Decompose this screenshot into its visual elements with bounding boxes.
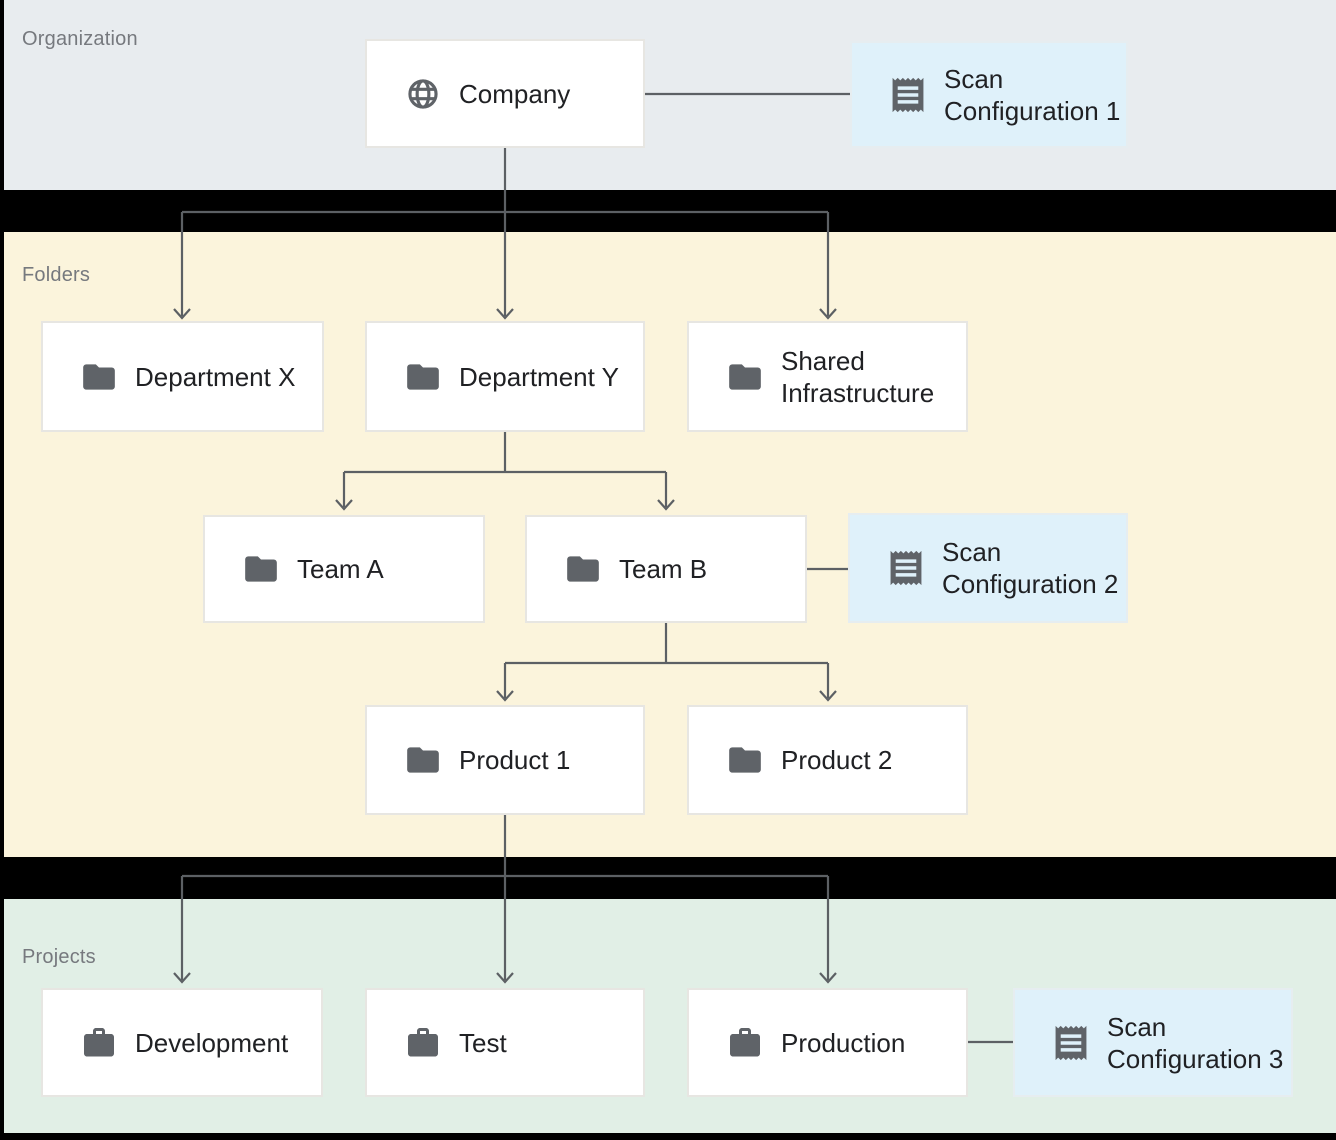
node-shared-infrastructure: Shared Infrastructure (687, 321, 968, 432)
globe-icon (403, 73, 443, 115)
node-label: Shared Infrastructure (781, 345, 935, 408)
node-label: Production (781, 1027, 906, 1058)
folder-icon (79, 356, 119, 398)
scan-config-label: Scan Configuration 2 (942, 537, 1119, 599)
node-label: Team A (297, 554, 384, 584)
node-label: Department X (135, 361, 296, 392)
scan-config-label: Scan Configuration 3 (1107, 1011, 1284, 1074)
organization-section-band (4, 0, 1336, 190)
node-label: Team B (619, 554, 708, 584)
briefcase-icon (403, 1022, 443, 1064)
organization-section-label: Organization (22, 28, 138, 50)
folder-icon (725, 356, 765, 398)
node-product-2: Product 2 (687, 705, 968, 815)
node-test: Test (365, 988, 645, 1097)
node-label: Development (135, 1027, 289, 1058)
receipt-icon (888, 74, 928, 116)
scan-config-label: Scan Configuration 1 (944, 63, 1121, 126)
node-team-a: Team A (203, 515, 485, 623)
node-label: Company (459, 78, 571, 109)
scan-configuration-1: Scan Configuration 1 (850, 41, 1128, 148)
node-label: Department Y (459, 361, 619, 392)
receipt-icon (886, 547, 926, 589)
node-department-y: Department Y (365, 321, 645, 432)
node-department-x: Department X (41, 321, 324, 432)
projects-section-label: Projects (22, 946, 96, 968)
folder-icon (403, 356, 443, 398)
node-team-b: Team B (525, 515, 807, 623)
node-product-1: Product 1 (365, 705, 645, 815)
folder-icon (241, 548, 281, 590)
node-label: Test (459, 1027, 507, 1058)
folder-icon (725, 739, 765, 781)
node-development: Development (41, 988, 323, 1097)
folders-section-label: Folders (22, 264, 91, 286)
node-label: Product 2 (781, 745, 893, 775)
receipt-icon (1051, 1022, 1091, 1064)
node-company: Company (365, 39, 645, 148)
folder-icon (563, 548, 603, 590)
folder-icon (403, 739, 443, 781)
briefcase-icon (79, 1022, 119, 1064)
node-production: Production (687, 988, 968, 1097)
briefcase-icon (725, 1022, 765, 1064)
scan-configuration-2: Scan Configuration 2 (848, 513, 1128, 623)
node-label: Product 1 (459, 745, 571, 775)
scan-configuration-3: Scan Configuration 3 (1013, 988, 1293, 1097)
